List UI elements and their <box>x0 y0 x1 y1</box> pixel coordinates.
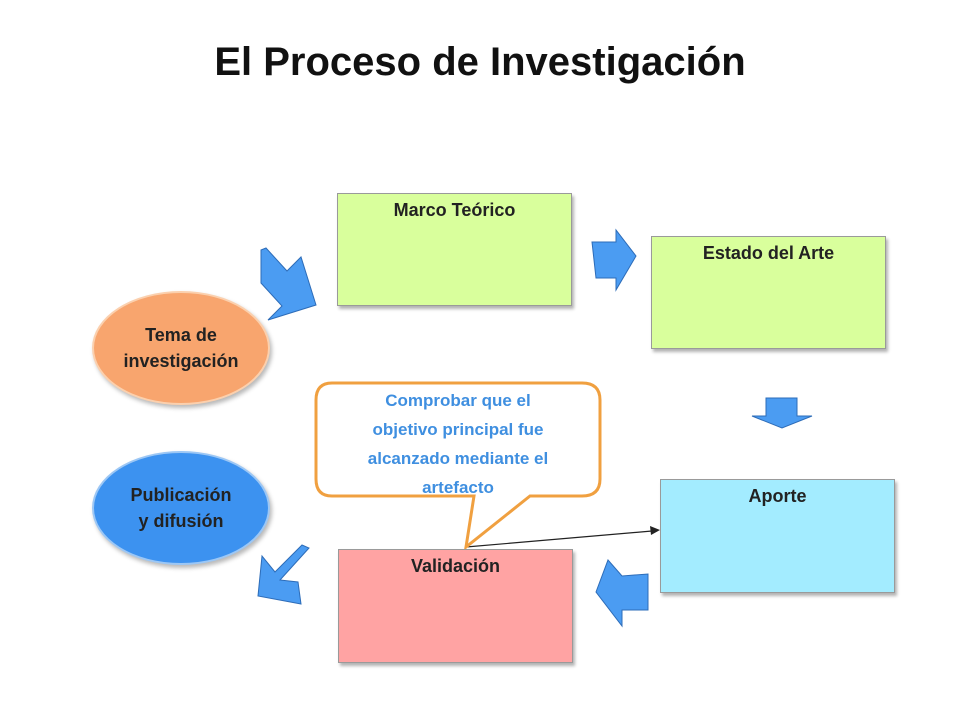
node-aporte-label: Aporte <box>748 486 807 506</box>
connector-validacion-aporte <box>465 530 653 548</box>
node-validacion: Validación <box>338 549 573 663</box>
arrow-marco-to-estado <box>591 228 637 292</box>
arrow-aporte-to-validacion <box>595 559 649 628</box>
page-title: El Proceso de Investigación <box>214 40 746 84</box>
arrow-validacion-to-publicacion <box>257 544 310 605</box>
callout-line-2: objetivo principal fue <box>372 420 544 439</box>
callout-bubble <box>314 381 602 551</box>
arrow-tema-to-marco <box>260 247 317 321</box>
node-publicacion-line-2: y difusión <box>138 511 224 531</box>
callout-line-3: alcanzado mediante el <box>367 449 549 468</box>
node-aporte: Aporte <box>660 479 895 593</box>
node-marco-label: Marco Teórico <box>393 200 516 220</box>
node-validacion-label: Validación <box>410 556 501 576</box>
arrow-estado-to-aporte <box>751 397 813 429</box>
callout-line-4: artefacto <box>422 478 494 497</box>
callout-text: Comprobar que el objetivo principal fue … <box>322 386 594 502</box>
callout-line-1: Comprobar que el <box>385 391 531 410</box>
node-tema-line-1: Tema de <box>145 325 217 345</box>
node-marco-teorico: Marco Teórico <box>337 193 572 306</box>
node-estado-label: Estado del Arte <box>702 243 835 263</box>
node-publicacion-line-1: Publicación <box>130 485 232 505</box>
node-tema-line-2: investigación <box>123 351 239 371</box>
node-tema-investigacion: Tema de investigación <box>92 291 270 405</box>
node-publicacion-difusion: Publicación y difusión <box>92 451 270 565</box>
connector-arrowhead <box>650 526 660 535</box>
node-estado-del-arte: Estado del Arte <box>651 236 886 349</box>
